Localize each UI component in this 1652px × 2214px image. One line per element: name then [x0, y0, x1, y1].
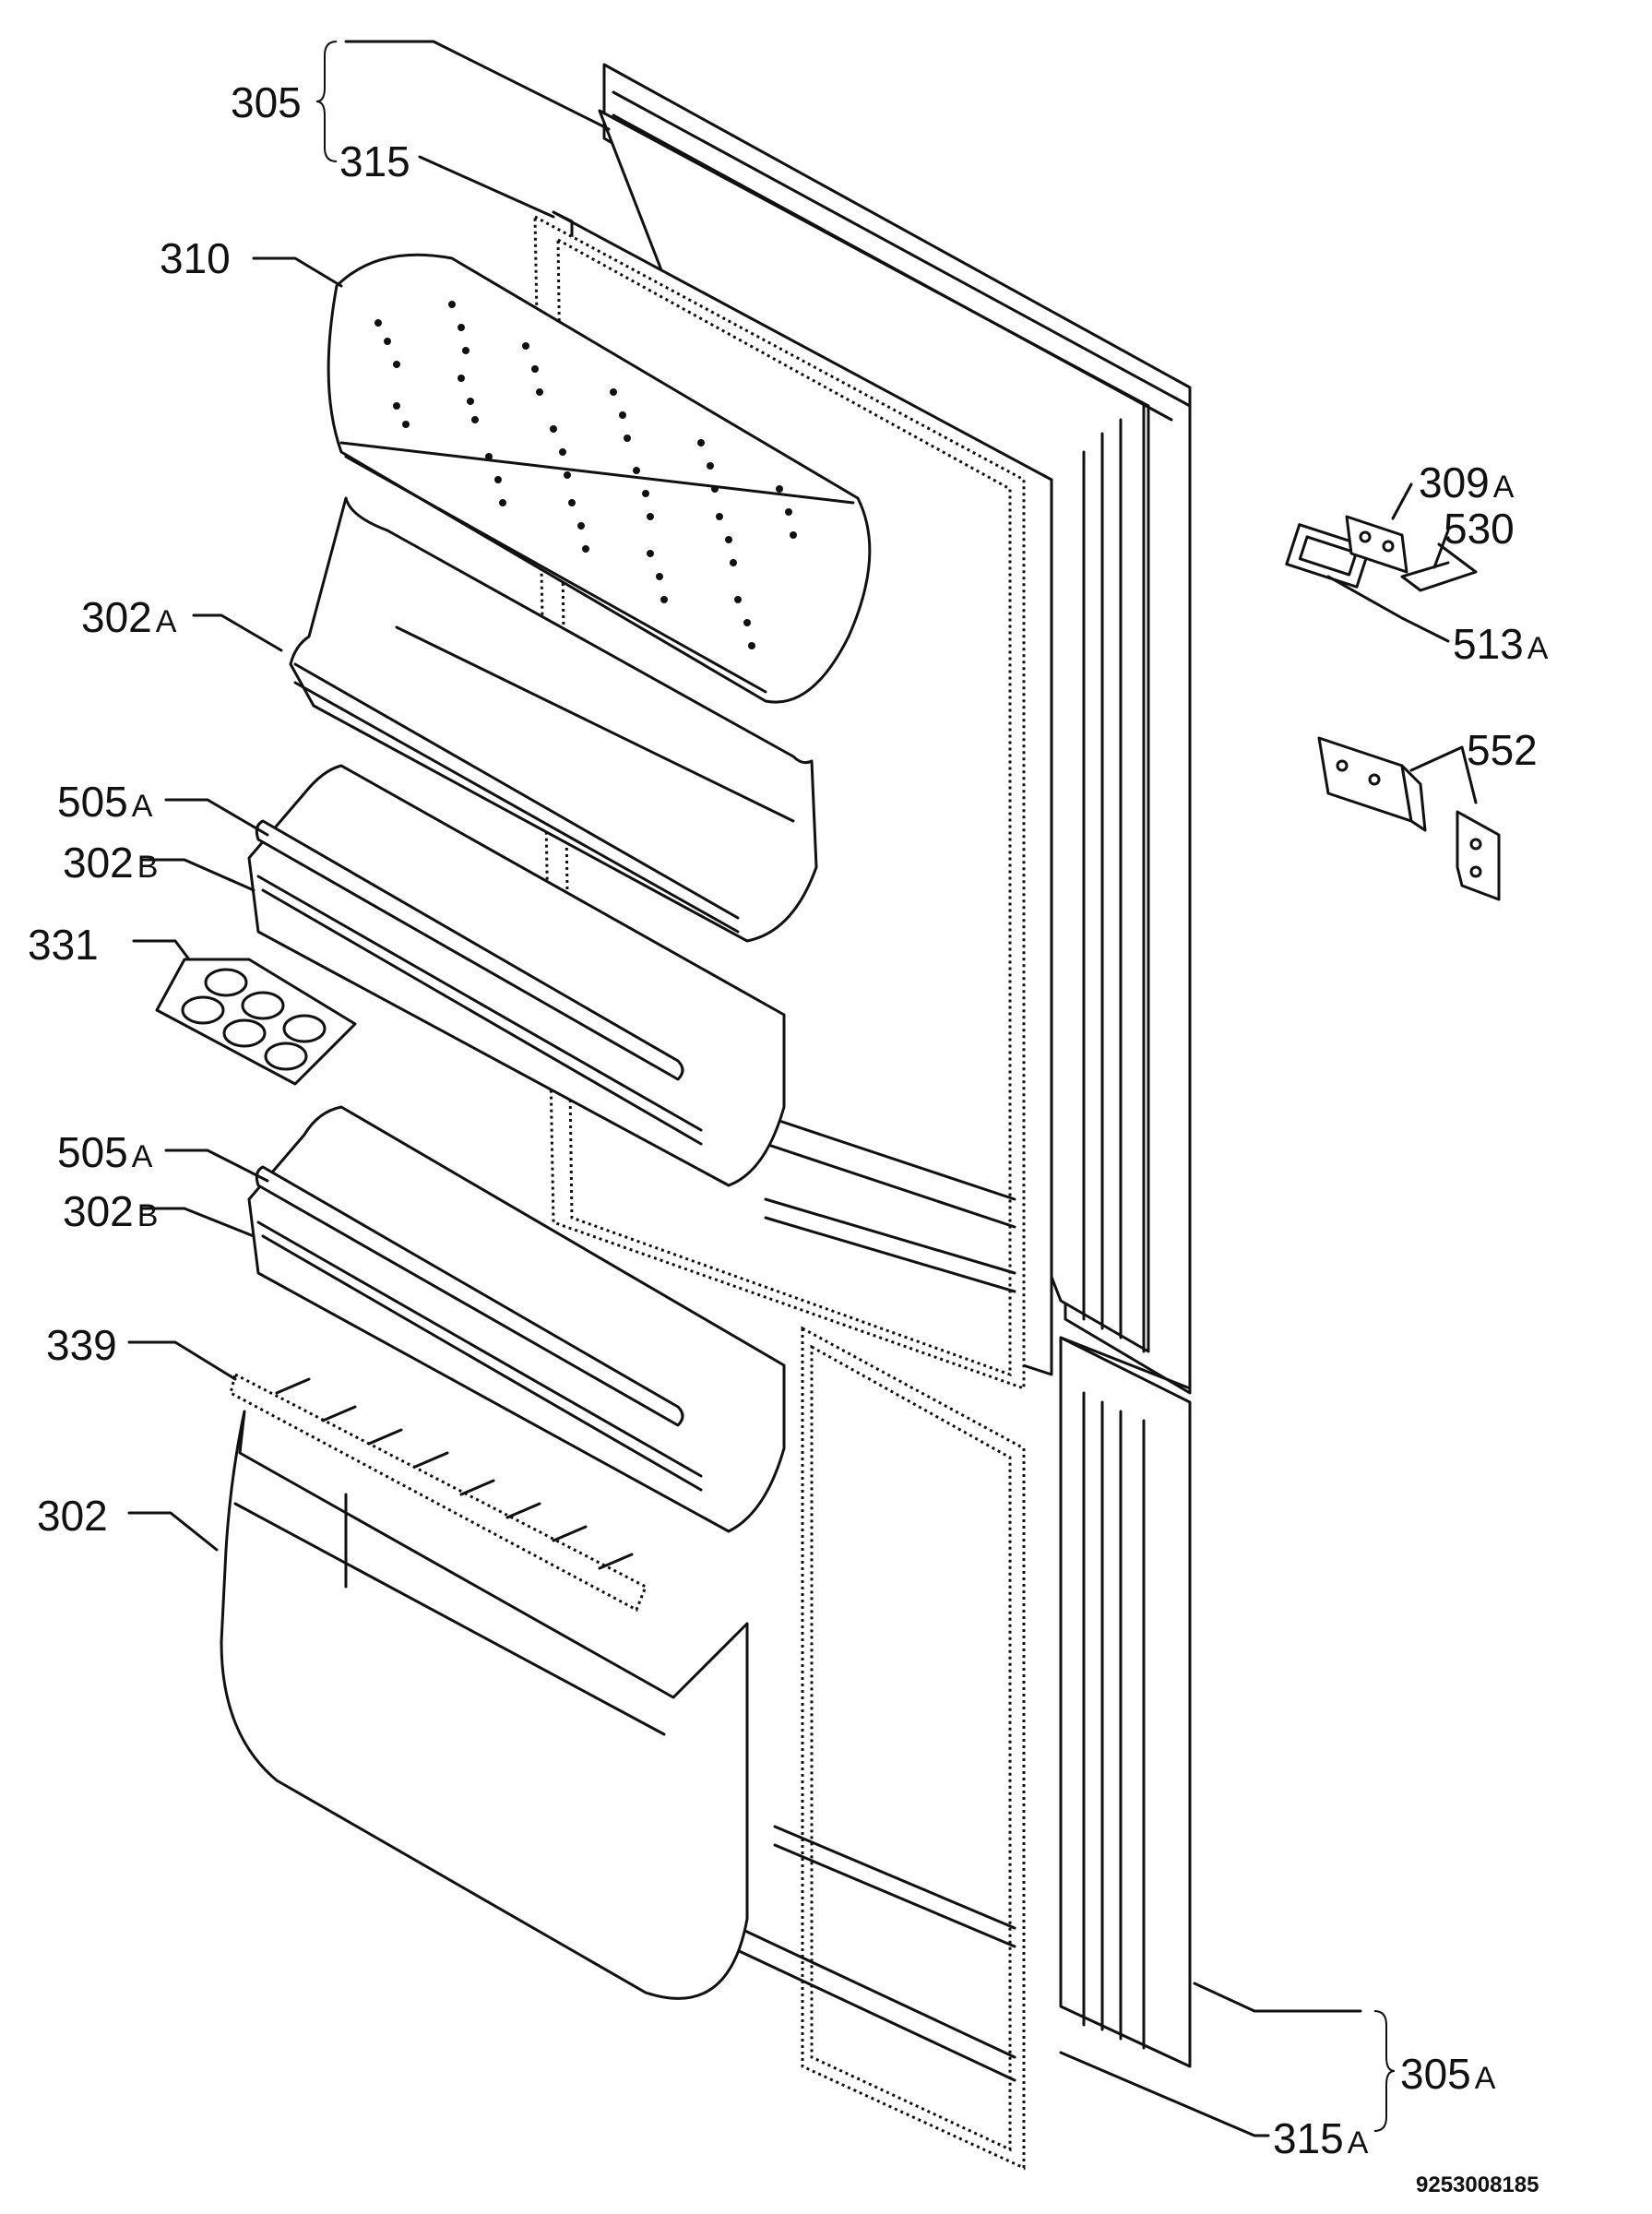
egg-tray	[155, 958, 357, 1086]
label-305: 305	[231, 78, 302, 126]
label-552: 552	[1467, 726, 1538, 774]
document-number: 9253008185	[1416, 2172, 1539, 2197]
bottle-retainer	[229, 1372, 648, 1613]
label-331: 331	[28, 921, 99, 969]
label-339: 339	[46, 1321, 117, 1369]
bottle-bar-505a-1	[255, 819, 684, 1081]
bracket-552	[1317, 736, 1501, 901]
door-shelf-302a	[289, 496, 818, 943]
hinge-cover-513a	[1285, 523, 1372, 589]
bottle-bar-505a-2	[255, 1165, 684, 1427]
label-530: 530	[1444, 505, 1515, 553]
bottle-bin-302	[220, 1410, 749, 2000]
lower-door-gasket	[718, 1326, 1026, 2171]
label-315: 315	[339, 137, 410, 185]
leader-lines	[127, 40, 1478, 2137]
label-310: 310	[160, 234, 231, 282]
clip-530	[1400, 542, 1478, 592]
lower-door	[1059, 1336, 1192, 2068]
label-302: 302	[37, 1492, 108, 1540]
hinge-plate-309a	[1345, 515, 1408, 574]
dairy-lid	[327, 253, 872, 704]
